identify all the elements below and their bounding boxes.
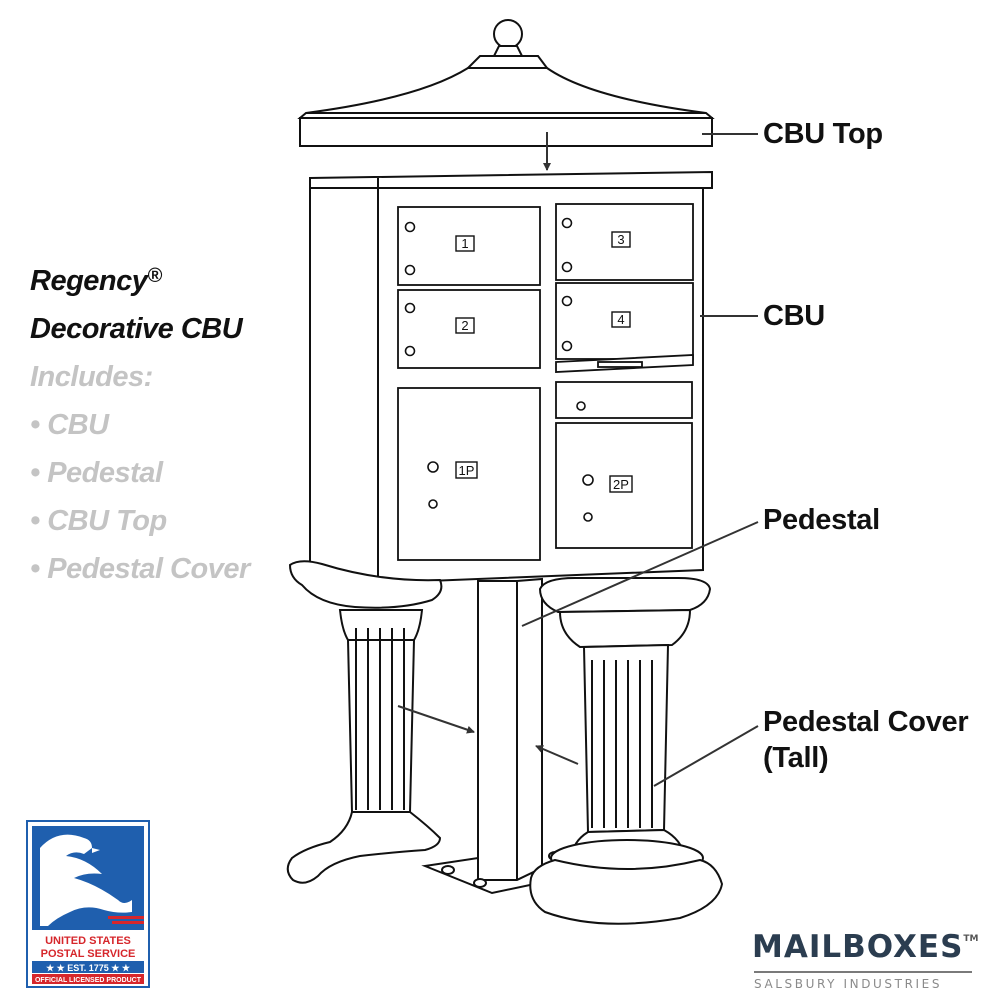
door-number: 2P xyxy=(613,477,629,492)
door-number: 1P xyxy=(459,463,475,478)
product-title-line1: Regency® xyxy=(30,265,162,297)
callout-pedestal-cover-line2: (Tall) xyxy=(763,742,829,774)
callout-leaders xyxy=(521,133,759,787)
mailboxes-brand-logo: MAILBOXESTM SALSBURY INDUSTRIES xyxy=(752,922,979,991)
brand-name: MAILBOXESTM xyxy=(752,929,979,965)
badge-line2: POSTAL SERVICE xyxy=(41,948,136,960)
badge-line3: ★ ★ EST. 1775 ★ ★ xyxy=(46,963,131,973)
callout-pedestal: Pedestal xyxy=(763,504,880,536)
door-locks xyxy=(404,217,594,522)
badge-line1: UNITED STATES xyxy=(45,935,131,947)
includes-item: • Pedestal xyxy=(30,457,163,489)
badge-stripes xyxy=(108,916,144,924)
product-description: Regency® Decorative CBU Includes: • CBU … xyxy=(30,252,290,593)
usps-licensed-badge: UNITED STATES POSTAL SERVICE ★ ★ EST. 17… xyxy=(26,820,150,988)
door-number: 4 xyxy=(617,312,624,327)
badge-est-band xyxy=(32,961,144,973)
callout-cbu: CBU xyxy=(763,300,825,332)
brand-subtitle: SALSBURY INDUSTRIES xyxy=(754,977,943,991)
badge-license-band xyxy=(32,974,144,984)
brand-divider xyxy=(754,971,972,973)
door-number-plates: 1 2 3 4 1P 2P xyxy=(455,231,633,493)
door-number: 2 xyxy=(461,318,468,333)
includes-item: • CBU xyxy=(30,409,109,441)
product-title-line2: Decorative CBU xyxy=(30,313,243,345)
callout-pedestal-cover: Pedestal Cover (Tall) xyxy=(763,704,969,776)
left-pedestal-cover xyxy=(286,560,443,884)
includes-item: • Pedestal Cover xyxy=(30,553,250,585)
includes-heading: Includes: xyxy=(30,361,153,393)
brand-trademark: TM xyxy=(963,934,979,944)
callout-cbu-top: CBU Top xyxy=(763,118,883,150)
door-number: 3 xyxy=(617,232,624,247)
pedestal-post xyxy=(421,577,583,895)
right-pedestal-cover xyxy=(529,577,724,925)
callout-pedestal-cover-line1: Pedestal Cover xyxy=(763,706,969,738)
trademark-symbol: ® xyxy=(147,265,162,287)
assembly-arrows xyxy=(397,132,579,765)
badge-line4: OFFICIAL LICENSED PRODUCT xyxy=(35,977,142,984)
eagle-icon xyxy=(40,834,132,926)
includes-item: • CBU Top xyxy=(30,505,167,537)
cbu-top-roof xyxy=(297,19,715,147)
door-number: 1 xyxy=(461,236,468,251)
